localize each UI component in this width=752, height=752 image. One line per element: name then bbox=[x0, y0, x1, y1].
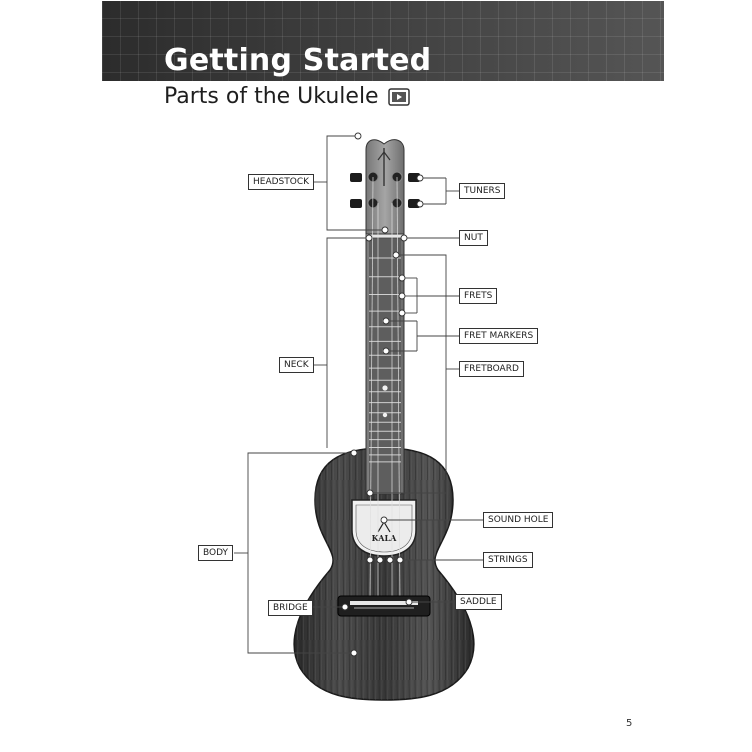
label-strings: STRINGS bbox=[483, 552, 533, 568]
leader-lines bbox=[234, 135, 483, 654]
saddle bbox=[350, 601, 418, 605]
ukulele-body bbox=[293, 447, 475, 701]
label-bridge: BRIDGE bbox=[268, 600, 313, 616]
page-subtitle: Parts of the Ukulele bbox=[164, 84, 379, 109]
label-fret-markers: FRET MARKERS bbox=[459, 328, 539, 344]
headstock bbox=[365, 139, 405, 235]
bridge bbox=[337, 595, 431, 617]
fretboard bbox=[369, 238, 401, 494]
strings bbox=[369, 176, 401, 605]
page-number: 5 bbox=[626, 718, 633, 729]
label-headstock: HEADSTOCK bbox=[248, 174, 315, 190]
page-title: Getting Started bbox=[164, 43, 432, 78]
label-tuners: TUNERS bbox=[459, 183, 506, 199]
label-frets: FRETS bbox=[459, 288, 498, 304]
label-neck: NECK bbox=[279, 357, 314, 373]
label-body: BODY bbox=[198, 545, 234, 561]
brand-text: KALA bbox=[372, 533, 397, 543]
label-saddle: SADDLE bbox=[455, 594, 502, 610]
leader-dots bbox=[341, 132, 424, 657]
label-fretboard: FRETBOARD bbox=[459, 361, 524, 377]
play-video-icon[interactable] bbox=[388, 88, 410, 106]
sound-hole bbox=[351, 499, 417, 557]
label-nut: NUT bbox=[459, 230, 488, 246]
label-sound-hole: SOUND HOLE bbox=[483, 512, 554, 528]
header-banner: Getting Started bbox=[102, 1, 664, 81]
